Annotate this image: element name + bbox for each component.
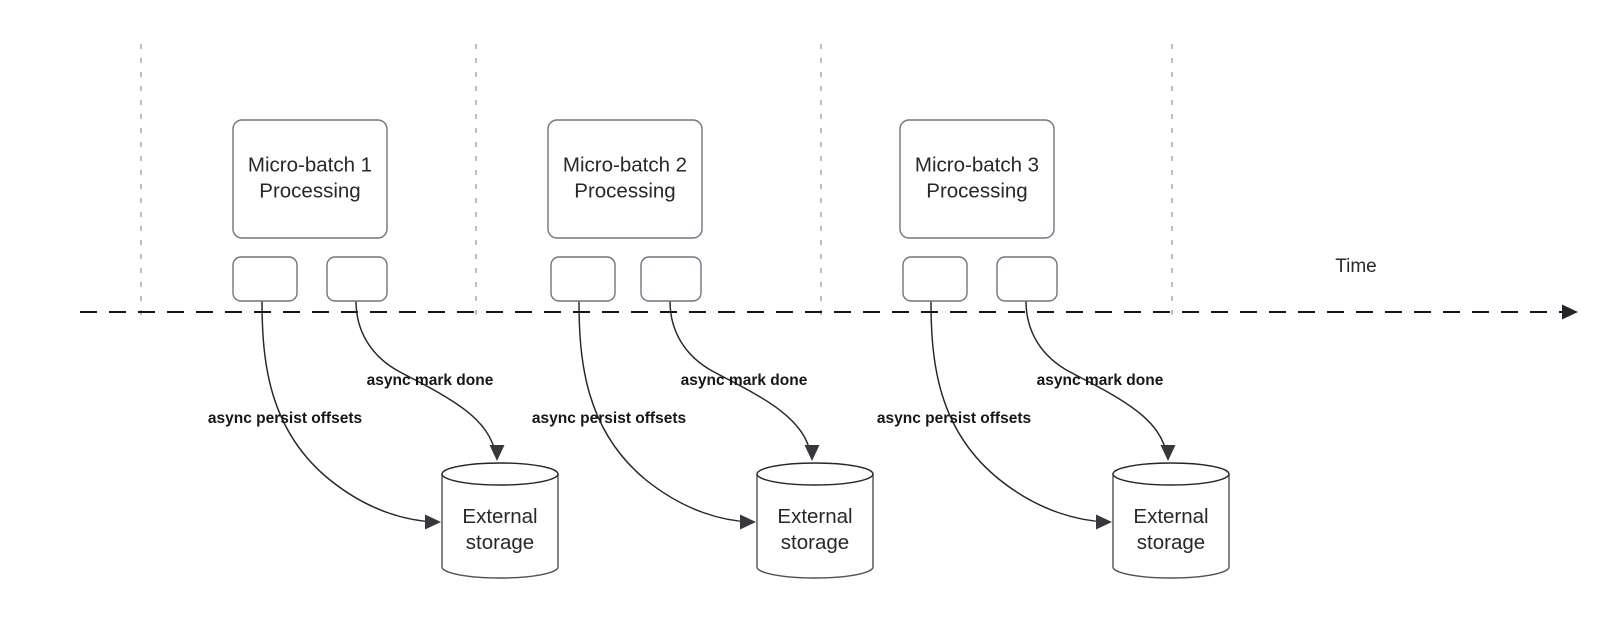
group-1-storage-line1: External bbox=[462, 505, 537, 528]
group-1-batch-box-line1: Micro-batch 1 bbox=[248, 153, 372, 176]
group-3-label-mark-done: async mark done bbox=[1037, 372, 1164, 389]
group-3-edge-persist-offsets bbox=[930, 300, 1108, 523]
group-3-arrowhead-persist-offsets-icon bbox=[1096, 514, 1112, 530]
group-3-storage-body bbox=[1112, 473, 1230, 579]
group-3-task-mark-box[interactable] bbox=[996, 256, 1058, 302]
group-1-edge-persist-offsets bbox=[261, 300, 437, 523]
group-1-arrowhead-mark-done-icon bbox=[489, 445, 505, 461]
group-2-storage-top-ellipse bbox=[756, 462, 874, 486]
group-3-batch-box-line2: Processing bbox=[926, 179, 1027, 202]
group-2-label-mark-done: async mark done bbox=[681, 372, 808, 389]
group-2-storage-line2: storage bbox=[781, 531, 849, 554]
group-2-storage-line1: External bbox=[777, 505, 852, 528]
group-1-storage-top-ellipse bbox=[441, 462, 559, 486]
timeline-label: Time bbox=[1335, 256, 1377, 277]
group-2-storage-body bbox=[756, 473, 874, 579]
group-2-arrowhead-mark-done-icon bbox=[804, 445, 820, 461]
group-1-storage-cylinder[interactable]: External storage bbox=[441, 462, 559, 579]
group-3-edge-mark-done bbox=[1025, 300, 1168, 457]
group-2-label-persist-offsets: async persist offsets bbox=[532, 410, 686, 427]
gridlines-group bbox=[140, 44, 1173, 320]
group-1-storage-line2: storage bbox=[466, 531, 534, 554]
group-1-batch-box[interactable] bbox=[232, 119, 388, 239]
group-2-task-persist-box[interactable] bbox=[550, 256, 616, 302]
edge-labels-group: async persist offsets async mark done asyn… bbox=[208, 372, 1164, 427]
group-1-edge-mark-done bbox=[355, 300, 497, 457]
group-1-storage-body bbox=[441, 473, 559, 579]
group-2-storage-cylinder[interactable]: External storage bbox=[756, 462, 874, 579]
group-3-storage-cylinder[interactable]: External storage bbox=[1112, 462, 1230, 579]
group-3-batch-box-line1: Micro-batch 3 bbox=[915, 153, 1039, 176]
group-3-label-persist-offsets: async persist offsets bbox=[877, 410, 1031, 427]
group-3-batch-box[interactable] bbox=[899, 119, 1055, 239]
group-2-batch-box-line1: Micro-batch 2 bbox=[563, 153, 687, 176]
group-2-edge-persist-offsets bbox=[578, 300, 752, 523]
group-2-batch-box[interactable] bbox=[547, 119, 703, 239]
group-1-task-persist-box[interactable] bbox=[232, 256, 298, 302]
group-2-arrowhead-persist-offsets-icon bbox=[740, 514, 756, 530]
group-2-task-mark-box[interactable] bbox=[640, 256, 702, 302]
group-3-storage-top-ellipse bbox=[1112, 462, 1230, 486]
group-2-edge-mark-done bbox=[669, 300, 812, 457]
timeline-axis-group: Time bbox=[80, 256, 1578, 320]
group-1-arrowhead-persist-offsets-icon bbox=[425, 514, 441, 530]
group-3-storage-line2: storage bbox=[1137, 531, 1205, 554]
group-1-batch-box-line2: Processing bbox=[259, 179, 360, 202]
group-3-arrowhead-mark-done-icon bbox=[1160, 445, 1176, 461]
group-1-task-mark-box[interactable] bbox=[326, 256, 388, 302]
group-1-label-persist-offsets: async persist offsets bbox=[208, 410, 362, 427]
group-1-label-mark-done: async mark done bbox=[367, 372, 494, 389]
flow-edges-group bbox=[261, 300, 1176, 530]
group-2-batch-box-line2: Processing bbox=[574, 179, 675, 202]
timeline-arrowhead-icon bbox=[1562, 304, 1578, 320]
group-3-storage-line1: External bbox=[1133, 505, 1208, 528]
group-3-task-persist-box[interactable] bbox=[902, 256, 968, 302]
